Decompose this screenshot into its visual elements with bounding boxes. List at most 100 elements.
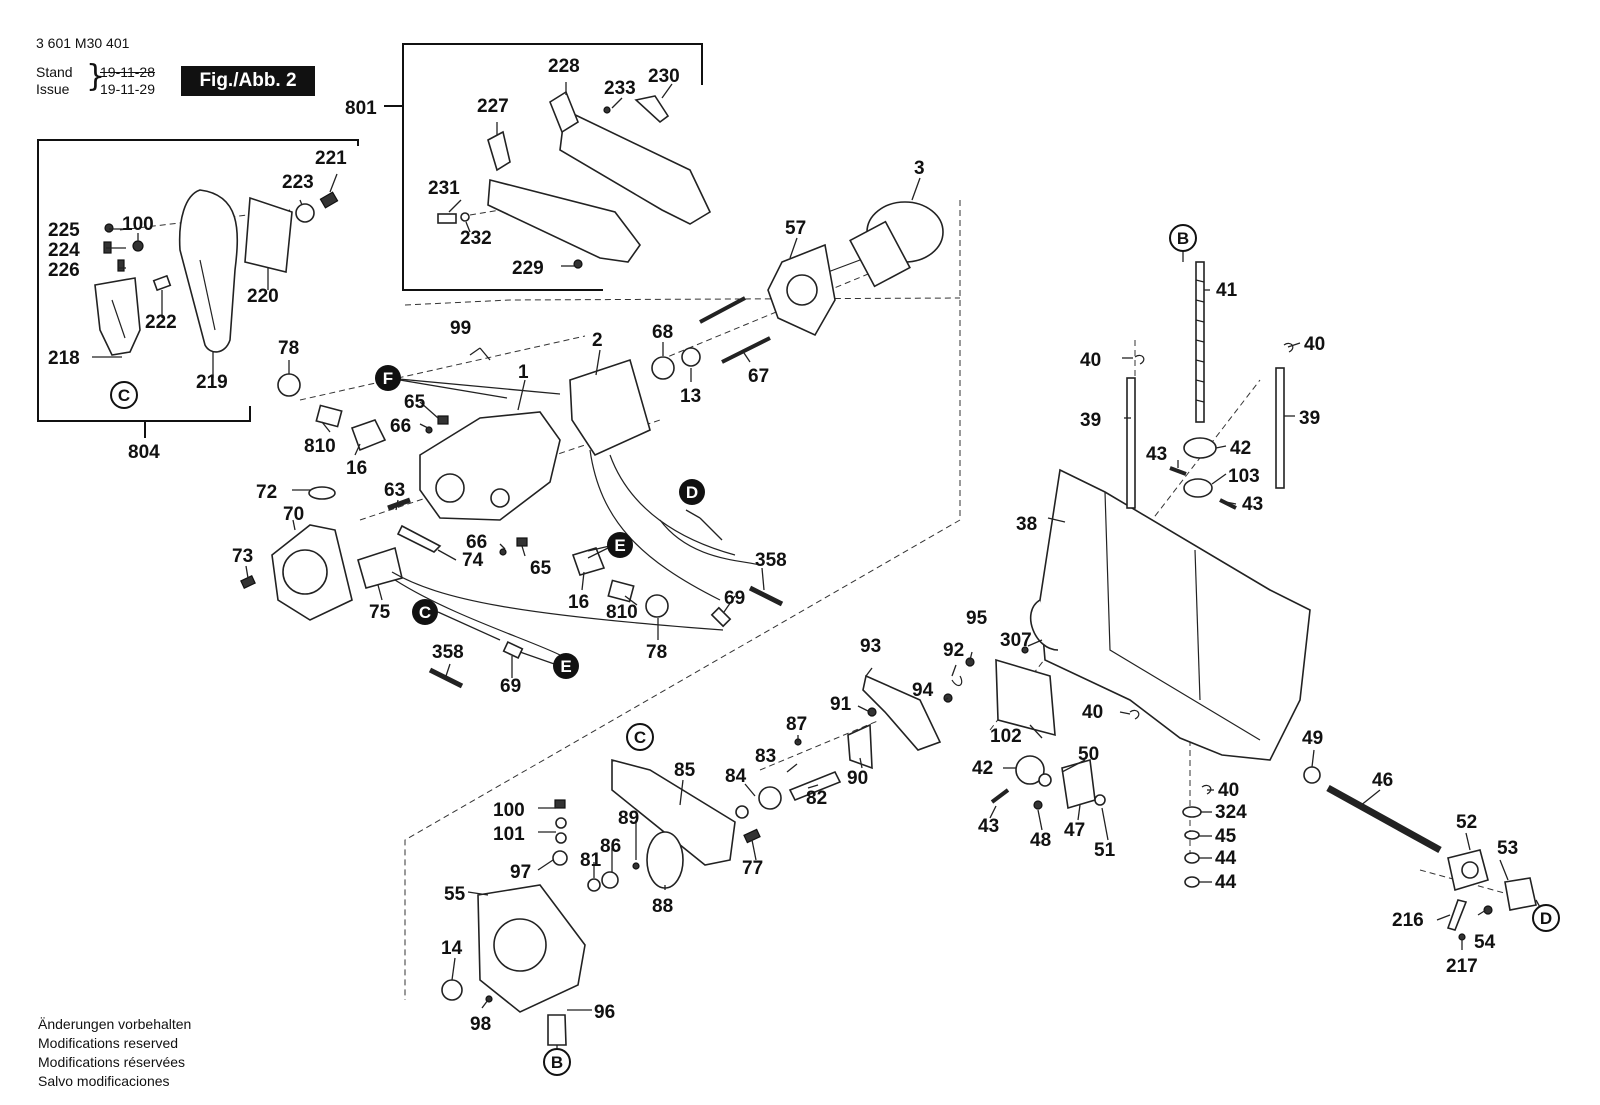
part-misc-gear-77-81-84-86-87-89-97-98-100-101	[485, 738, 802, 1003]
part-label-97: 97	[510, 862, 531, 883]
part-label-82: 82	[806, 788, 827, 809]
part-label-16: 16	[346, 458, 367, 479]
part-label-94: 94	[912, 680, 934, 701]
part-base-frame-38	[1029, 468, 1311, 761]
group-box-804	[37, 139, 359, 438]
part-label-324: 324	[1215, 802, 1247, 823]
part-label-227: 227	[477, 96, 509, 117]
part-label-801: 801	[345, 98, 377, 119]
stand-date: 19-11-28	[100, 64, 156, 80]
part-label-91: 91	[830, 694, 852, 715]
part-label-220: 220	[247, 286, 279, 307]
part-plate-220	[244, 196, 293, 273]
part-label-40: 40	[1218, 780, 1239, 801]
part-label-228: 228	[548, 56, 580, 77]
part-blade-guard-228	[549, 90, 712, 225]
part-label-68: 68	[652, 322, 673, 343]
part-label-216: 216	[1392, 910, 1424, 931]
part-height-adjust-42-47-48-50-51	[990, 755, 1106, 810]
part-handwheel-52-53-54-216-217	[1446, 849, 1537, 941]
part-label-65: 65	[530, 558, 552, 579]
part-label-75: 75	[369, 602, 391, 623]
part-label-101: 101	[493, 824, 525, 845]
part-label-69: 69	[724, 588, 745, 609]
part-bearings-78	[277, 373, 669, 618]
part-label-46: 46	[1372, 770, 1393, 791]
part-label-43: 43	[1242, 494, 1263, 515]
part-blade-guard-227	[487, 130, 641, 263]
callout-letter: F	[383, 369, 393, 388]
part-label-88: 88	[652, 896, 673, 917]
part-cables-69-358	[391, 519, 784, 689]
part-screws-67	[699, 296, 771, 364]
part-label-44: 44	[1215, 848, 1237, 869]
part-label-67: 67	[748, 366, 769, 387]
part-label-14: 14	[441, 938, 463, 959]
part-riving-knife-219	[178, 189, 239, 353]
part-label-63: 63	[384, 480, 405, 501]
part-label-43: 43	[978, 816, 999, 837]
part-label-83: 83	[755, 746, 776, 767]
part-label-77: 77	[742, 858, 763, 879]
part-baffle-57	[767, 243, 836, 337]
callout-letter: E	[560, 657, 571, 676]
part-label-810: 810	[606, 602, 638, 623]
part-gear-housing-55	[441, 884, 586, 1046]
part-label-224: 224	[48, 240, 80, 261]
part-label-43: 43	[1146, 444, 1167, 465]
part-label-57: 57	[785, 218, 806, 239]
part-label-48: 48	[1030, 830, 1051, 851]
part-rods-39-41	[1126, 261, 1285, 509]
callout-d-motor: D	[679, 479, 705, 505]
part-label-87: 87	[786, 714, 807, 735]
part-guard-arm-218	[94, 277, 141, 356]
part-label-98: 98	[470, 1014, 491, 1035]
part-label-90: 90	[847, 768, 868, 789]
part-fan-cover-70	[271, 524, 353, 621]
part-brush-parts-810-16-65-66	[315, 404, 635, 603]
group-box-801	[384, 43, 703, 291]
callout-d-handwheel: D	[1532, 904, 1560, 932]
part-label-233: 233	[604, 78, 636, 99]
part-label-51: 51	[1094, 840, 1116, 861]
part-label-218: 218	[48, 348, 80, 369]
part-label-92: 92	[943, 640, 964, 661]
part-label-66: 66	[466, 532, 487, 553]
part-gears-42-103	[1169, 437, 1237, 510]
part-label-804: 804	[128, 442, 160, 463]
part-label-13: 13	[680, 386, 701, 407]
part-washers-324-45-44	[1182, 806, 1202, 888]
part-label-100: 100	[122, 214, 154, 235]
part-label-358: 358	[432, 642, 464, 663]
part-label-103: 103	[1228, 466, 1260, 487]
document-number: 3 601 M30 401	[36, 35, 130, 51]
stand-issue-dates: 19-11-28 19-11-29	[100, 64, 155, 98]
part-label-2: 2	[592, 330, 603, 351]
callout-e-upper: E	[607, 532, 633, 558]
part-label-99: 99	[450, 318, 471, 339]
callout-c-cable: C	[412, 599, 438, 625]
stand-label: Stand	[36, 64, 73, 80]
part-label-40: 40	[1080, 350, 1101, 371]
part-label-225: 225	[48, 220, 80, 241]
part-label-102: 102	[990, 726, 1022, 747]
callout-letter: B	[551, 1053, 563, 1072]
part-label-54: 54	[1474, 932, 1496, 953]
part-label-217: 217	[1446, 956, 1478, 977]
part-label-38: 38	[1016, 514, 1037, 535]
issue-date: 19-11-29	[100, 81, 156, 97]
part-label-50: 50	[1078, 744, 1099, 765]
part-small-parts-229-233	[437, 95, 670, 269]
part-label-100: 100	[493, 800, 525, 821]
part-labels: 225 224 226 100 222 218 219 220 223 221 …	[48, 56, 1518, 1035]
part-label-42: 42	[972, 758, 993, 779]
part-label-49: 49	[1302, 728, 1323, 749]
part-label-72: 72	[256, 482, 277, 503]
part-label-42: 42	[1230, 438, 1251, 459]
brace-icon: }	[86, 59, 106, 94]
callout-letter: B	[1177, 229, 1189, 248]
part-label-78: 78	[278, 338, 299, 359]
disclaimer-line: Änderungen vorbehalten	[38, 1016, 192, 1032]
part-label-40: 40	[1082, 702, 1103, 723]
